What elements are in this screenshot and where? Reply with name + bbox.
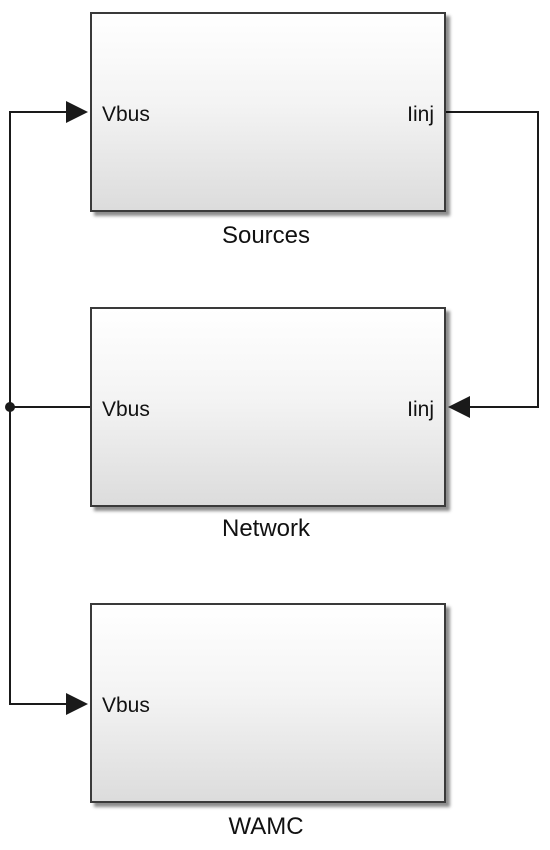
network-block-label: Network (221, 515, 311, 542)
sources-block[interactable]: Vbus Iinj (90, 12, 446, 212)
vbus-wire-to-sources[interactable] (9, 111, 66, 407)
wamc-input-arrow (66, 693, 88, 715)
iinj-wire[interactable] (446, 111, 539, 408)
sources-input-arrow (66, 101, 88, 123)
sources-iinj-port: Iinj (407, 103, 434, 126)
wamc-block[interactable]: Vbus (90, 603, 446, 803)
sources-block-label: Sources (221, 222, 311, 249)
wamc-block-label: WAMC (228, 813, 304, 840)
wamc-vbus-port: Vbus (102, 694, 150, 717)
network-iinj-port: Iinj (407, 398, 434, 421)
branch-point (5, 402, 15, 412)
vbus-wire-to-wamc[interactable] (9, 407, 66, 705)
network-vbus-port: Vbus (102, 398, 150, 421)
sources-vbus-port: Vbus (102, 103, 150, 126)
network-block[interactable]: Vbus Iinj (90, 307, 446, 507)
network-iinj-arrow (448, 396, 470, 418)
